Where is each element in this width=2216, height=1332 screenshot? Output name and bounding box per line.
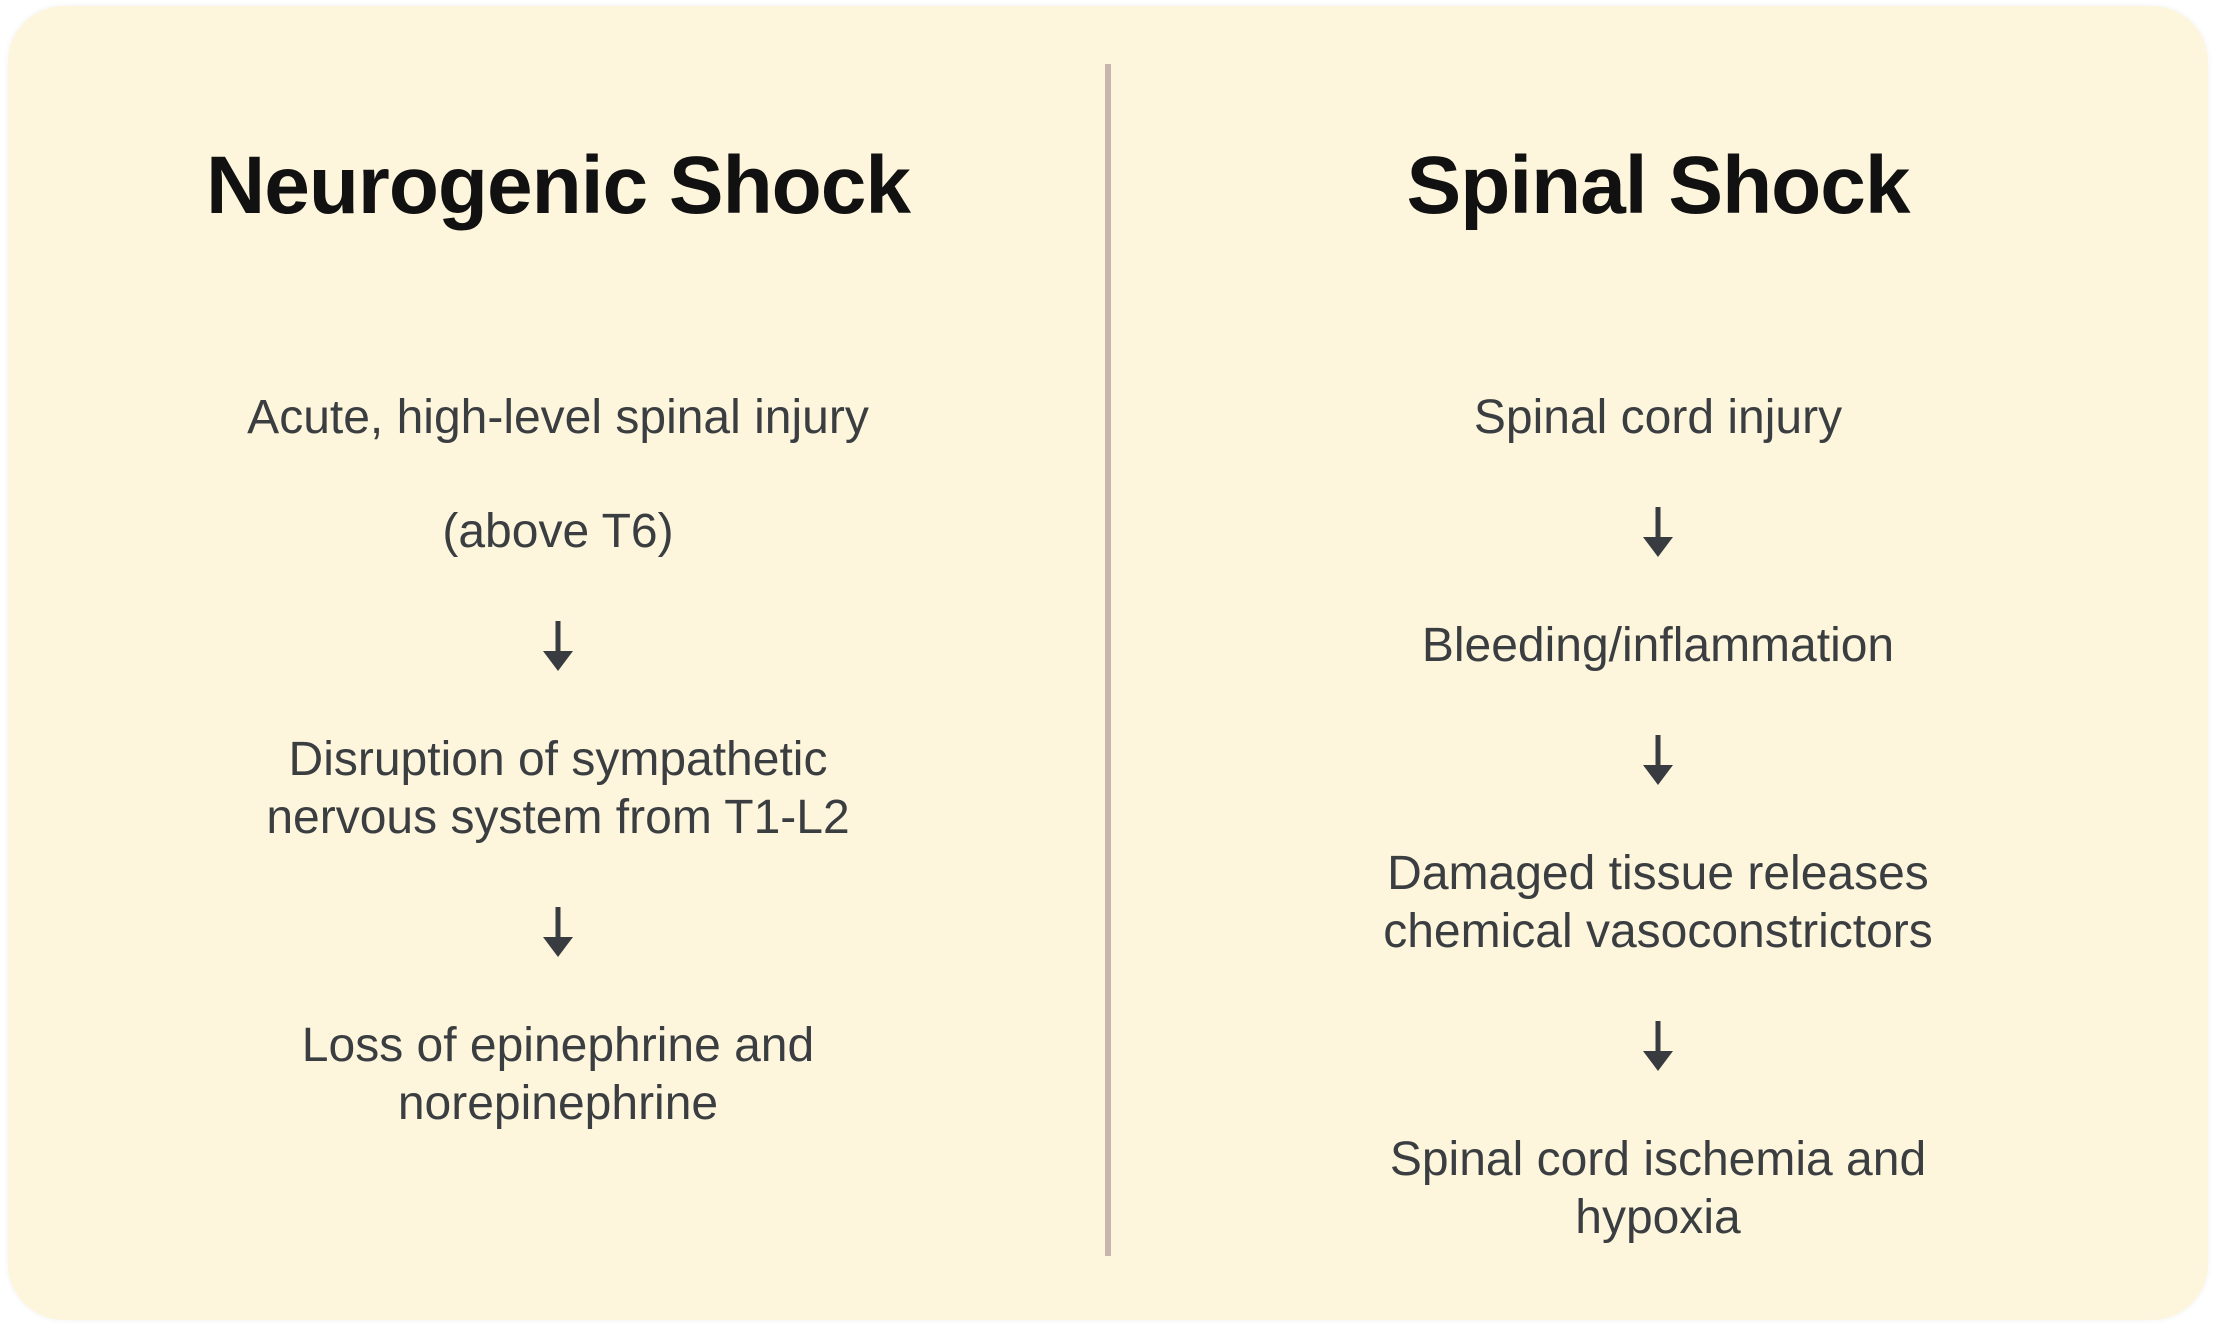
flow-step-line: Spinal cord injury: [1473, 391, 1843, 444]
down-arrow-icon: [1641, 1017, 1675, 1075]
flow-step-line: nervous system from T1-L2: [266, 791, 850, 844]
column-title: Neurogenic Shock: [206, 140, 911, 231]
flow-step-text: Bleeding/inflammation: [1422, 617, 1894, 675]
flow-steps: Acute, high-level spinal injury (above T6…: [247, 361, 869, 1161]
flow-step-line: Bleeding/inflammation: [1421, 619, 1895, 672]
flow-step-text: Acute, high-level spinal injury: [247, 389, 869, 447]
column-title: Spinal Shock: [1406, 140, 1911, 231]
flow-step-text: Spinal cord injury: [1474, 389, 1842, 447]
down-arrow-icon: [1641, 731, 1675, 789]
flow-step-line: Disruption of sympathetic: [288, 733, 828, 786]
flow-step-line: norepinephrine: [397, 1077, 719, 1130]
column-divider: [1105, 64, 1111, 1256]
down-arrow-icon: [541, 617, 575, 675]
flow-step-line: hypoxia: [1575, 1191, 1741, 1244]
flow-step-line: Spinal cord ischemia and: [1389, 1133, 1927, 1186]
flow-step-line: (above T6): [442, 505, 674, 558]
down-arrow-icon: [1641, 503, 1675, 561]
flow-step-line: chemical vasoconstrictors: [1383, 905, 1933, 958]
flow-step-line: Acute, high-level spinal injury: [247, 391, 869, 444]
down-arrow-icon: [541, 903, 575, 961]
flow-step-text: (above T6): [442, 503, 673, 561]
flow-step-line: Damaged tissue releases: [1387, 847, 1929, 900]
flow-step-line: Loss of epinephrine and: [301, 1019, 815, 1072]
